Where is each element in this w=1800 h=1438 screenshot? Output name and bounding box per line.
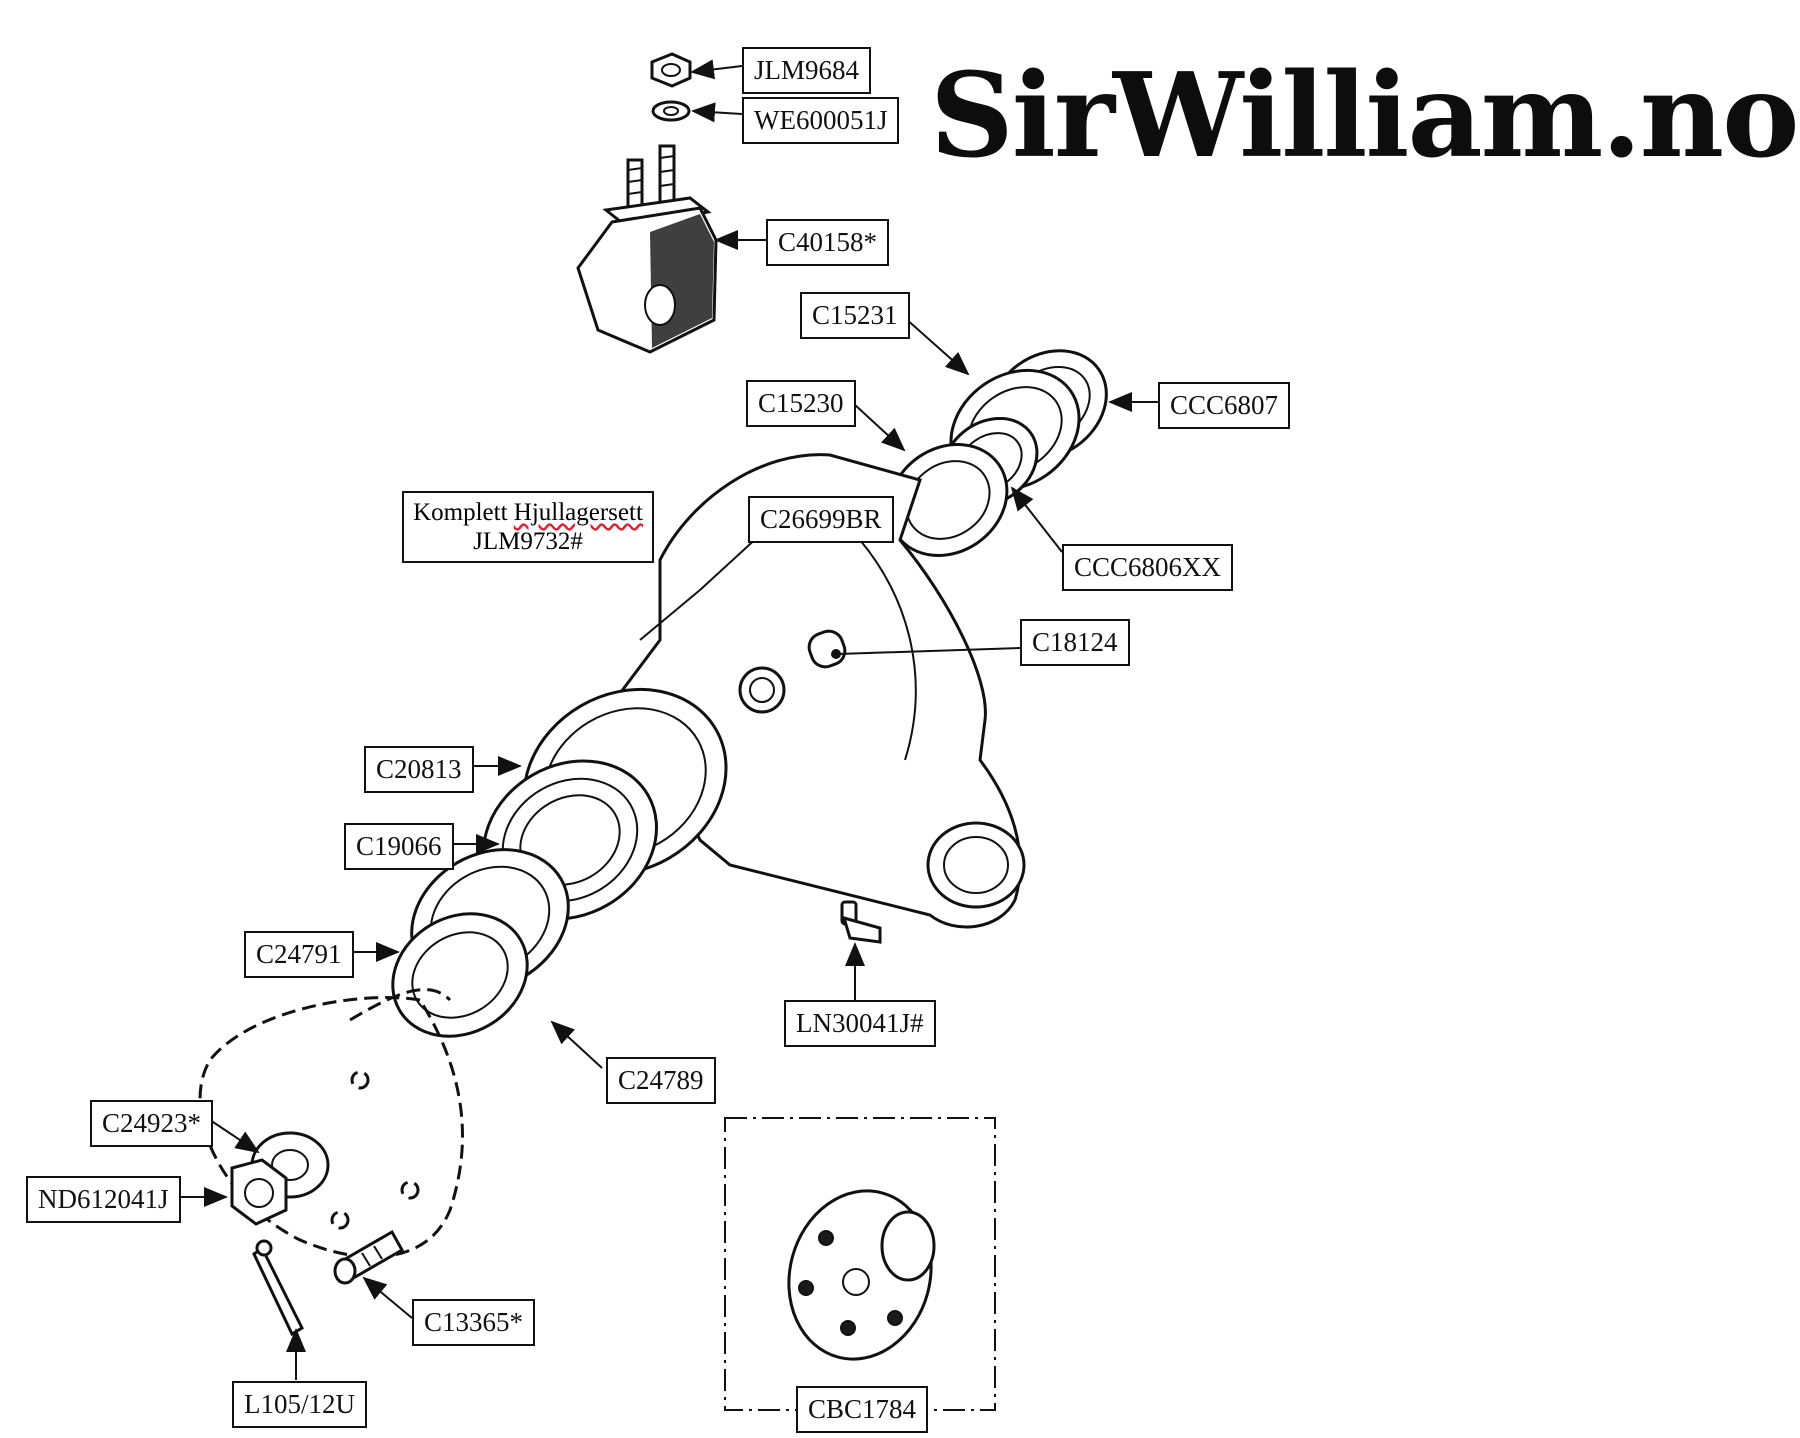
kit-label-prefix: Komplett — [413, 499, 514, 526]
grease-nipple-part — [840, 900, 882, 944]
mounting-block-part — [576, 144, 718, 354]
split-pin-part — [252, 1239, 304, 1337]
part-label-jlm9684[interactable]: JLM9684 — [742, 47, 872, 94]
part-label-c26699br[interactable]: C26699BR — [748, 496, 894, 543]
phantom-hub-outline — [198, 988, 464, 1259]
wheel-stud-part — [333, 1229, 405, 1285]
kit-label-word: Hjullagersett — [513, 499, 643, 526]
complete-hub-inset — [724, 1117, 996, 1411]
part-label-c15231[interactable]: C15231 — [800, 292, 910, 339]
part-label-c24923[interactable]: C24923* — [90, 1100, 214, 1147]
part-label-l105-12u[interactable]: L105/12U — [232, 1381, 367, 1428]
part-label-cbc1784[interactable]: CBC1784 — [796, 1386, 929, 1433]
part-label-ccc6806xx[interactable]: CCC6806XX — [1062, 544, 1234, 591]
part-label-c40158[interactable]: C40158* — [766, 219, 890, 266]
part-label-ln30041j[interactable]: LN30041J# — [784, 1000, 936, 1047]
part-label-c18124[interactable]: C18124 — [1020, 619, 1130, 666]
part-label-ccc6807[interactable]: CCC6807 — [1158, 382, 1291, 429]
leader-lines — [172, 59, 1158, 1380]
part-label-we600051j[interactable]: WE600051J — [742, 97, 900, 144]
brand-logo: SirWilliam.no — [930, 48, 1799, 184]
nut-part — [650, 52, 692, 88]
kit-part-number: JLM9732# — [473, 527, 583, 555]
part-label-c19066[interactable]: C19066 — [344, 823, 454, 870]
bearing-cup-part — [391, 912, 529, 1038]
washer-part — [651, 100, 691, 122]
part-label-c13365[interactable]: C13365* — [412, 1299, 536, 1346]
part-label-c24791[interactable]: C24791 — [244, 931, 354, 978]
part-label-c24789[interactable]: C24789 — [606, 1057, 716, 1104]
part-label-c20813[interactable]: C20813 — [364, 746, 474, 793]
part-label-nd612041j[interactable]: ND612041J — [26, 1176, 181, 1223]
castle-nut-part — [230, 1158, 288, 1226]
kit-label: Komplett Hjullagersett JLM9732# — [402, 491, 654, 563]
part-label-c15230[interactable]: C15230 — [746, 380, 856, 427]
